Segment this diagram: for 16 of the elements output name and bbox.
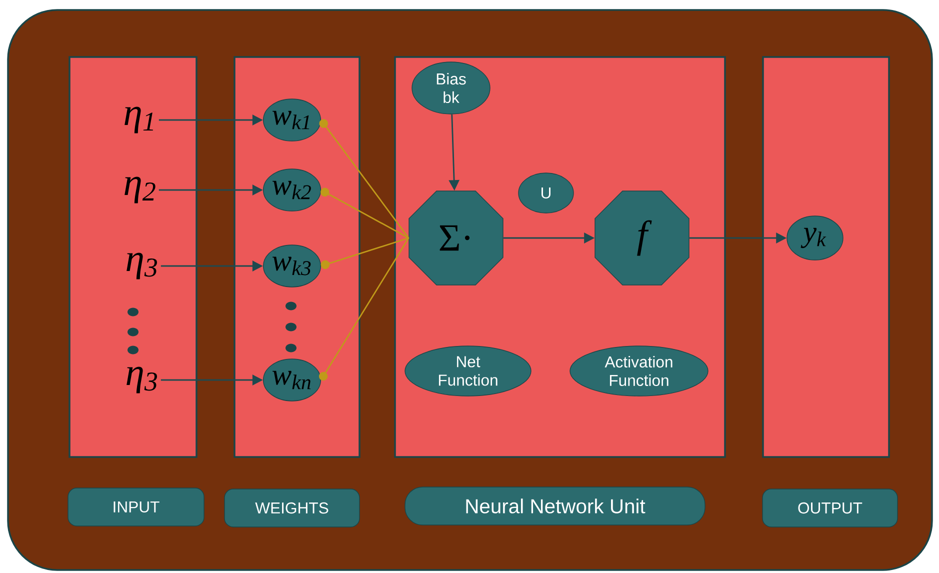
operator-octagon: Σ·: [408, 190, 504, 286]
arrow: [318, 238, 410, 381]
input-symbol: η$_{1}$: [124, 106, 154, 134]
section-label: OUTPUT: [762, 488, 898, 528]
column-panel: [762, 56, 890, 458]
arrow: [319, 119, 410, 238]
section-label: WEIGHTS: [224, 488, 360, 528]
input-symbol: η$_{2}$: [124, 176, 156, 204]
input-symbol: η$_{3}$: [126, 252, 157, 280]
operator-octagon: f: [594, 190, 690, 286]
arrow: [320, 237, 409, 270]
arrow: [320, 188, 409, 239]
input-symbol: η$_{3}$: [126, 366, 157, 394]
section-label: Neural Network Unit: [404, 486, 706, 526]
column-panel: [68, 56, 198, 458]
section-label: INPUT: [68, 488, 204, 526]
